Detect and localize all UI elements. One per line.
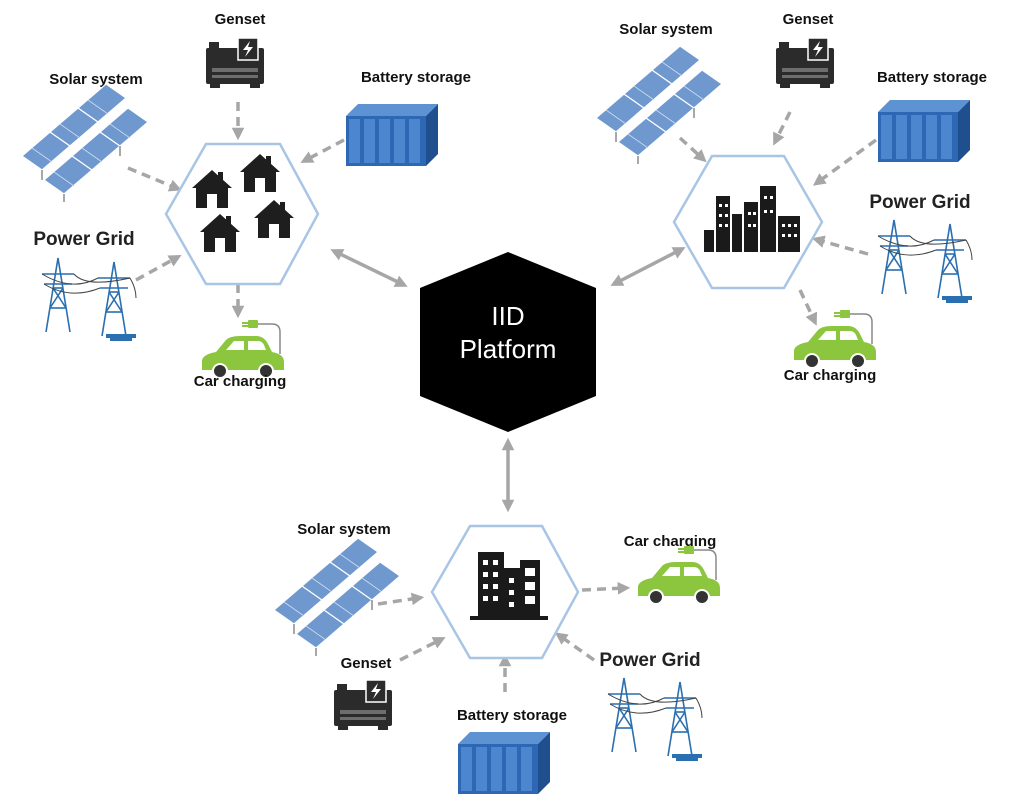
commercial-solar-label: Solar system: [297, 521, 390, 538]
residential-cluster: Genset Solar system Battery storage Powe…: [21, 11, 471, 390]
power-grid-icon: [41, 257, 137, 342]
power-grid-icon: [877, 219, 973, 304]
commercial-cluster: Solar system Car charging Genset Power G…: [273, 521, 721, 794]
office-building-icon: [470, 552, 548, 620]
power-grid-icon: [607, 677, 703, 762]
car-charging-icon: [637, 545, 721, 605]
commercial-battery-label: Battery storage: [457, 707, 567, 724]
solar-panel-icon: [595, 45, 723, 165]
residential-battery-label: Battery storage: [361, 69, 471, 86]
battery-storage-icon: [346, 104, 438, 166]
city-solar-label: Solar system: [619, 21, 712, 38]
flow-arrows: [127, 102, 878, 692]
platform-title-line1: IID: [491, 301, 524, 331]
iid-platform: IID Platform: [420, 252, 596, 432]
city-skyline-icon: [704, 186, 800, 252]
battery-storage-icon: [878, 100, 970, 162]
city-grid-label: Power Grid: [869, 192, 970, 213]
platform-title-line2: Platform: [460, 334, 557, 364]
city-battery-label: Battery storage: [877, 69, 987, 86]
residential-grid-label: Power Grid: [33, 229, 134, 250]
residential-solar-label: Solar system: [49, 71, 142, 88]
city-car-label: Car charging: [784, 367, 877, 384]
genset-icon: [775, 37, 835, 89]
solar-panel-icon: [21, 83, 149, 203]
commercial-genset-label: Genset: [341, 655, 392, 672]
genset-icon: [333, 679, 393, 731]
car-charging-icon: [201, 319, 285, 379]
car-charging-icon: [793, 309, 877, 369]
commercial-car-label: Car charging: [624, 533, 717, 550]
connection-arrows: [330, 247, 686, 513]
city-cluster: Solar system Genset Battery storage Powe…: [595, 11, 987, 384]
genset-icon: [205, 37, 265, 89]
commercial-grid-label: Power Grid: [599, 650, 700, 671]
city-genset-label: Genset: [783, 11, 834, 28]
residential-hexagon: [164, 142, 320, 286]
solar-panel-icon: [273, 537, 401, 657]
platform-hexagon: [420, 252, 596, 432]
residential-car-label: Car charging: [194, 373, 287, 390]
battery-storage-icon: [458, 732, 550, 794]
residential-genset-label: Genset: [215, 11, 266, 28]
